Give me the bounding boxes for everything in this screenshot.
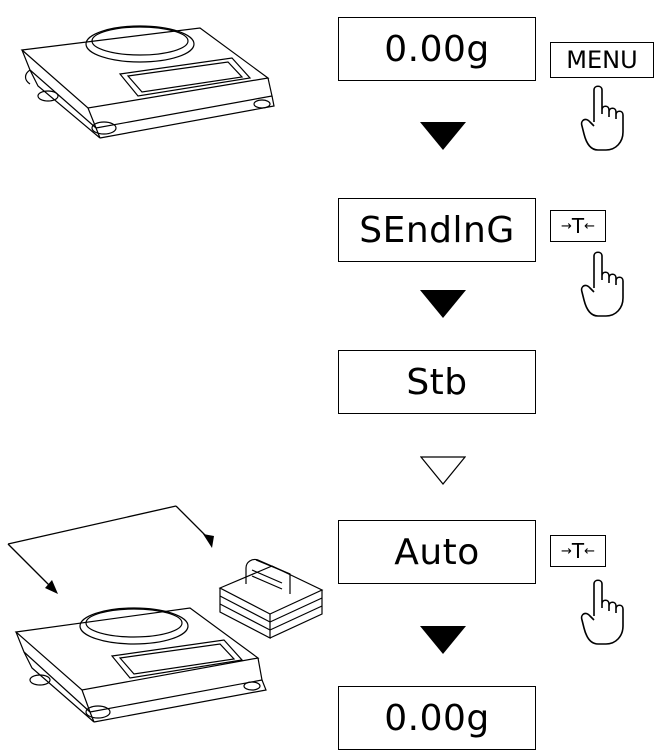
down-arrow-outline-icon	[420, 456, 466, 485]
tare-button-2[interactable]: →T←	[550, 535, 606, 567]
tare-left-arrow-icon: →	[560, 543, 572, 559]
tare-button-1[interactable]: →T←	[550, 210, 606, 242]
tare-right-arrow-icon: ←	[584, 543, 596, 559]
display-stb: Stb	[338, 350, 536, 414]
down-arrow-icon	[420, 626, 466, 654]
pointing-hand-icon	[580, 85, 624, 151]
display-auto: Auto	[338, 520, 536, 584]
display-zero-top: 0.00g	[338, 17, 536, 81]
tare-left-arrow-icon: →	[560, 218, 572, 234]
down-arrow-icon	[420, 290, 466, 318]
tare-right-arrow-icon: ←	[584, 218, 596, 234]
pointing-hand-icon	[580, 579, 624, 645]
display-zero-bottom: 0.00g	[338, 686, 536, 750]
pointing-hand-icon	[580, 251, 624, 317]
display-sending: SEndlnG	[338, 198, 536, 262]
down-arrow-icon	[420, 122, 466, 150]
menu-button[interactable]: MENU	[550, 42, 654, 78]
